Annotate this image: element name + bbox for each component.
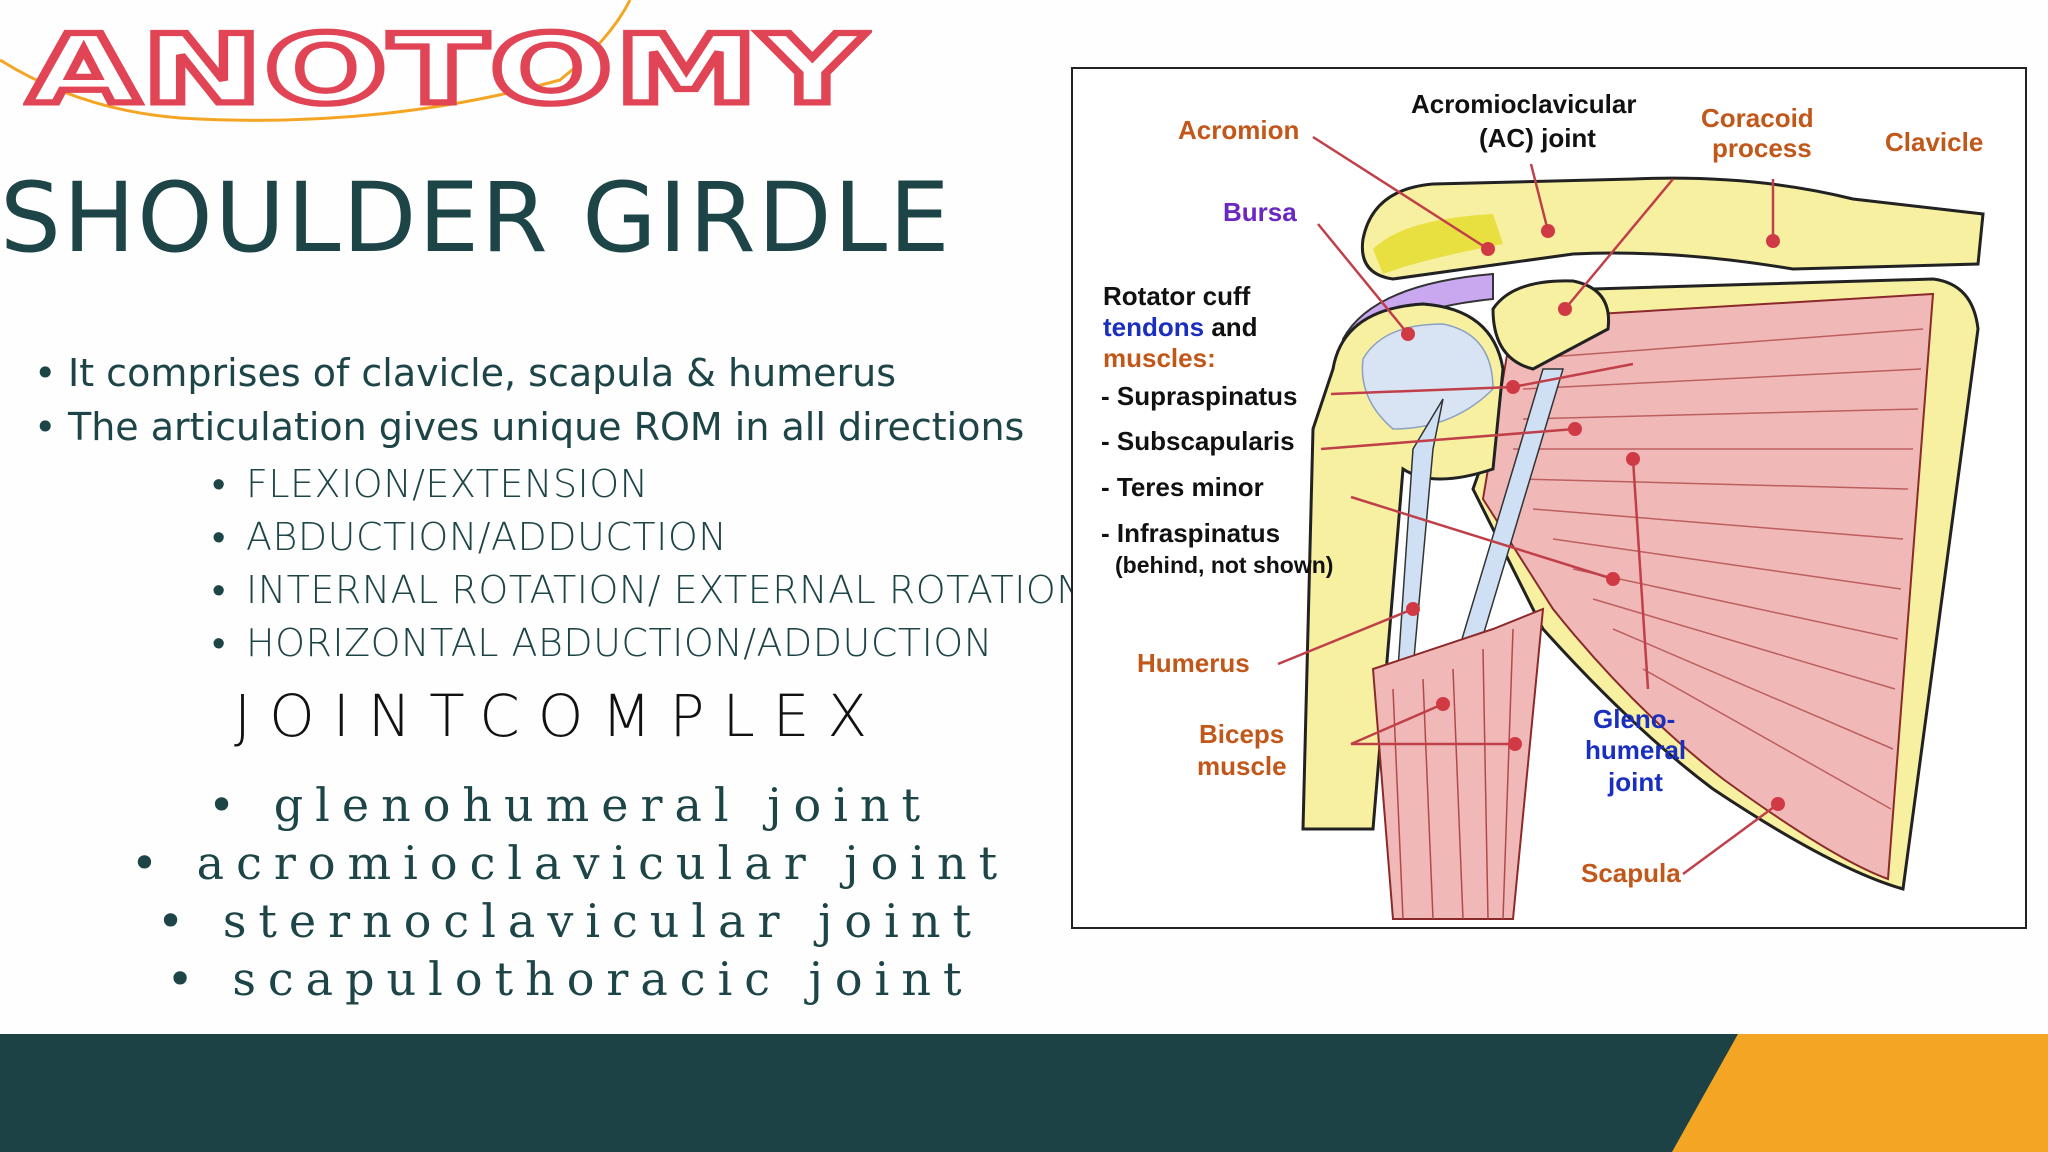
label-glenohumeral-line1: Gleno- [1593, 704, 1675, 734]
label-bursa: Bursa [1223, 197, 1297, 227]
movement-item: •HORIZONTAL ABDUCTION/ADDUCTION [212, 621, 993, 665]
label-biceps-line1: Biceps [1199, 719, 1284, 749]
bullet-item: •It comprises of clavicle, scapula & hum… [34, 351, 897, 395]
biceps-fibers [1392, 628, 1514, 920]
slide-title: ANOTOMY [23, 14, 869, 125]
slide-subtitle: SHOULDER GIRDLE [0, 162, 952, 274]
footer-orange-accent [1672, 1034, 2048, 1152]
label-subscapularis: - Subscapularis [1101, 426, 1295, 456]
main-bullet-list: •It comprises of clavicle, scapula & hum… [34, 346, 1024, 454]
label-acromion: Acromion [1178, 115, 1299, 145]
joint-list: • glenohumeral joint • acromioclavicular… [0, 776, 1140, 1008]
joint-item: • scapulothoracic joint [166, 952, 974, 1006]
label-humerus: Humerus [1137, 648, 1250, 678]
joint-item: • sternoclavicular joint [157, 894, 983, 948]
coracoid-shape [1491, 279, 1611, 371]
diagram-svg: Acromion Acromioclavicular (AC) joint Co… [1101, 89, 1985, 920]
label-infraspinatus-note: (behind, not shown) [1115, 552, 1333, 578]
label-infraspinatus: - Infraspinatus [1101, 518, 1280, 548]
leader-lines [1277, 135, 1779, 876]
label-supraspinatus: - Supraspinatus [1101, 381, 1297, 411]
label-scapula: Scapula [1581, 858, 1681, 888]
label-teres-minor: - Teres minor [1101, 472, 1264, 502]
biceps-muscle-shape [1371, 607, 1545, 920]
movement-item: •INTERNAL ROTATION/ EXTERNAL ROTATION [212, 568, 1086, 612]
label-rotator-cuff-line2: tendons and [1103, 312, 1258, 342]
ac-yellow [1373, 214, 1503, 274]
rotator-muscle-mass [1481, 292, 1935, 881]
clavicle-shape [1360, 176, 1985, 281]
label-glenohumeral-line2: humeral [1585, 735, 1686, 765]
movement-item: •ABDUCTION/ADDUCTION [212, 515, 728, 559]
bullet-item: •The articulation gives unique ROM in al… [34, 405, 1025, 449]
label-coracoid-line2: process [1712, 133, 1812, 163]
label-rotator-cuff-line1: Rotator cuff [1103, 281, 1251, 311]
label-ac-joint-line2: (AC) joint [1479, 123, 1596, 153]
joint-complex-heading: JOINTCOMPLEX [234, 682, 886, 750]
label-biceps-line2: muscle [1197, 751, 1287, 781]
label-rotator-cuff-line3: muscles: [1103, 343, 1216, 373]
label-ac-joint-line1: Acromioclavicular [1411, 89, 1636, 119]
footer-bar [0, 1034, 2048, 1152]
label-markers [1401, 224, 1785, 811]
humerus-cartilage [1361, 323, 1494, 430]
decorative-orange-line [0, 0, 632, 122]
label-clavicle: Clavicle [1885, 127, 1983, 157]
movement-list: •FLEXION/EXTENSION •ABDUCTION/ADDUCTION … [212, 458, 1085, 670]
shoulder-anatomy-diagram: Acromion Acromioclavicular (AC) joint Co… [1071, 67, 2027, 929]
label-coracoid-line1: Coracoid [1701, 103, 1814, 133]
joint-item: • acromioclavicular joint [130, 836, 1010, 890]
label-glenohumeral-line3: joint [1607, 767, 1663, 797]
movement-item: •FLEXION/EXTENSION [212, 462, 649, 506]
joint-item: • glenohumeral joint [207, 778, 933, 832]
